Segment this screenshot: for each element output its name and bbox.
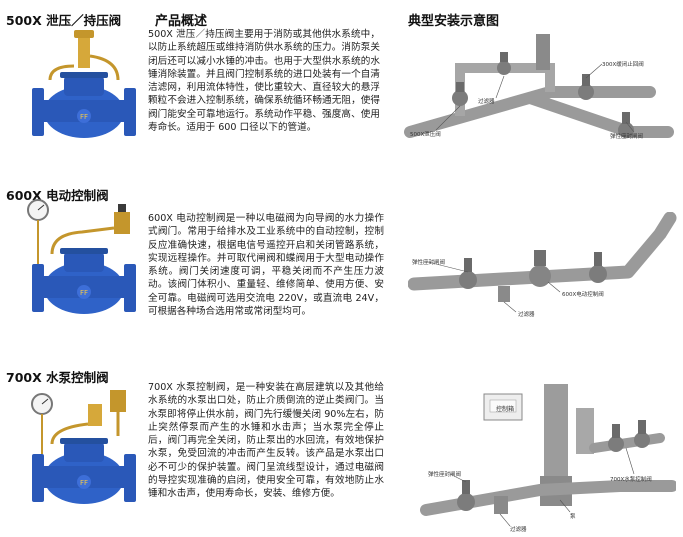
product-description-600x: 600X 电动控制阀是一种以电磁阀为向导阀的水力操作式阀门。常用于给排水及工业系… [148, 213, 384, 318]
product-description-700x: 700X 水泵控制阀，是一种安装在高层建筑以及其他给水系统的水泵出口处，防止介质… [148, 382, 384, 500]
pump-control-valve-icon: FF [31, 390, 136, 504]
electric-control-valve-icon: FF [27, 199, 136, 314]
product-title-700x: 700X 水泵控制阀 [6, 370, 109, 385]
diagram-label: 600X电动控制阀 [562, 292, 604, 298]
diagram-label: 300X缓闭止回阀 [602, 62, 644, 68]
diagram-label: 弹性座封闸阀 [610, 134, 644, 140]
diagram-600x-icon [408, 212, 677, 313]
diagram-label: 500X泄压阀 [410, 132, 441, 138]
diagram-label: 700X水泵控制阀 [610, 477, 652, 483]
control-box-label: 控制箱 [496, 406, 515, 413]
svg-text:FF: FF [80, 289, 88, 297]
diagram-label: 弹性座封闸阀 [412, 260, 446, 266]
pressure-relief-valve-icon: FF [32, 30, 136, 138]
overview-header: 产品概述 [155, 14, 208, 29]
svg-text:FF: FF [80, 113, 88, 121]
diagram-label: 过滤器 [518, 312, 535, 318]
diagram-label: 过滤器 [510, 527, 527, 533]
diagram-label: 弹性座封闸阀 [428, 472, 462, 478]
diagram-label: 泵 [570, 514, 576, 520]
product-description-500x: 500X 泄压／持压阀主要用于消防或其他供水系统中，以防止系统超压或维持消防供水… [148, 29, 380, 134]
product-title-500x: 500X 泄压／持压阀 [6, 13, 122, 28]
diagram-header: 典型安装示意图 [408, 14, 500, 29]
diagram-700x-icon [420, 384, 676, 527]
diagram-500x-icon [404, 34, 674, 138]
diagram-label: 过滤器 [478, 99, 495, 105]
svg-text:FF: FF [80, 479, 88, 487]
product-title-600x: 600X 电动控制阀 [6, 188, 109, 203]
